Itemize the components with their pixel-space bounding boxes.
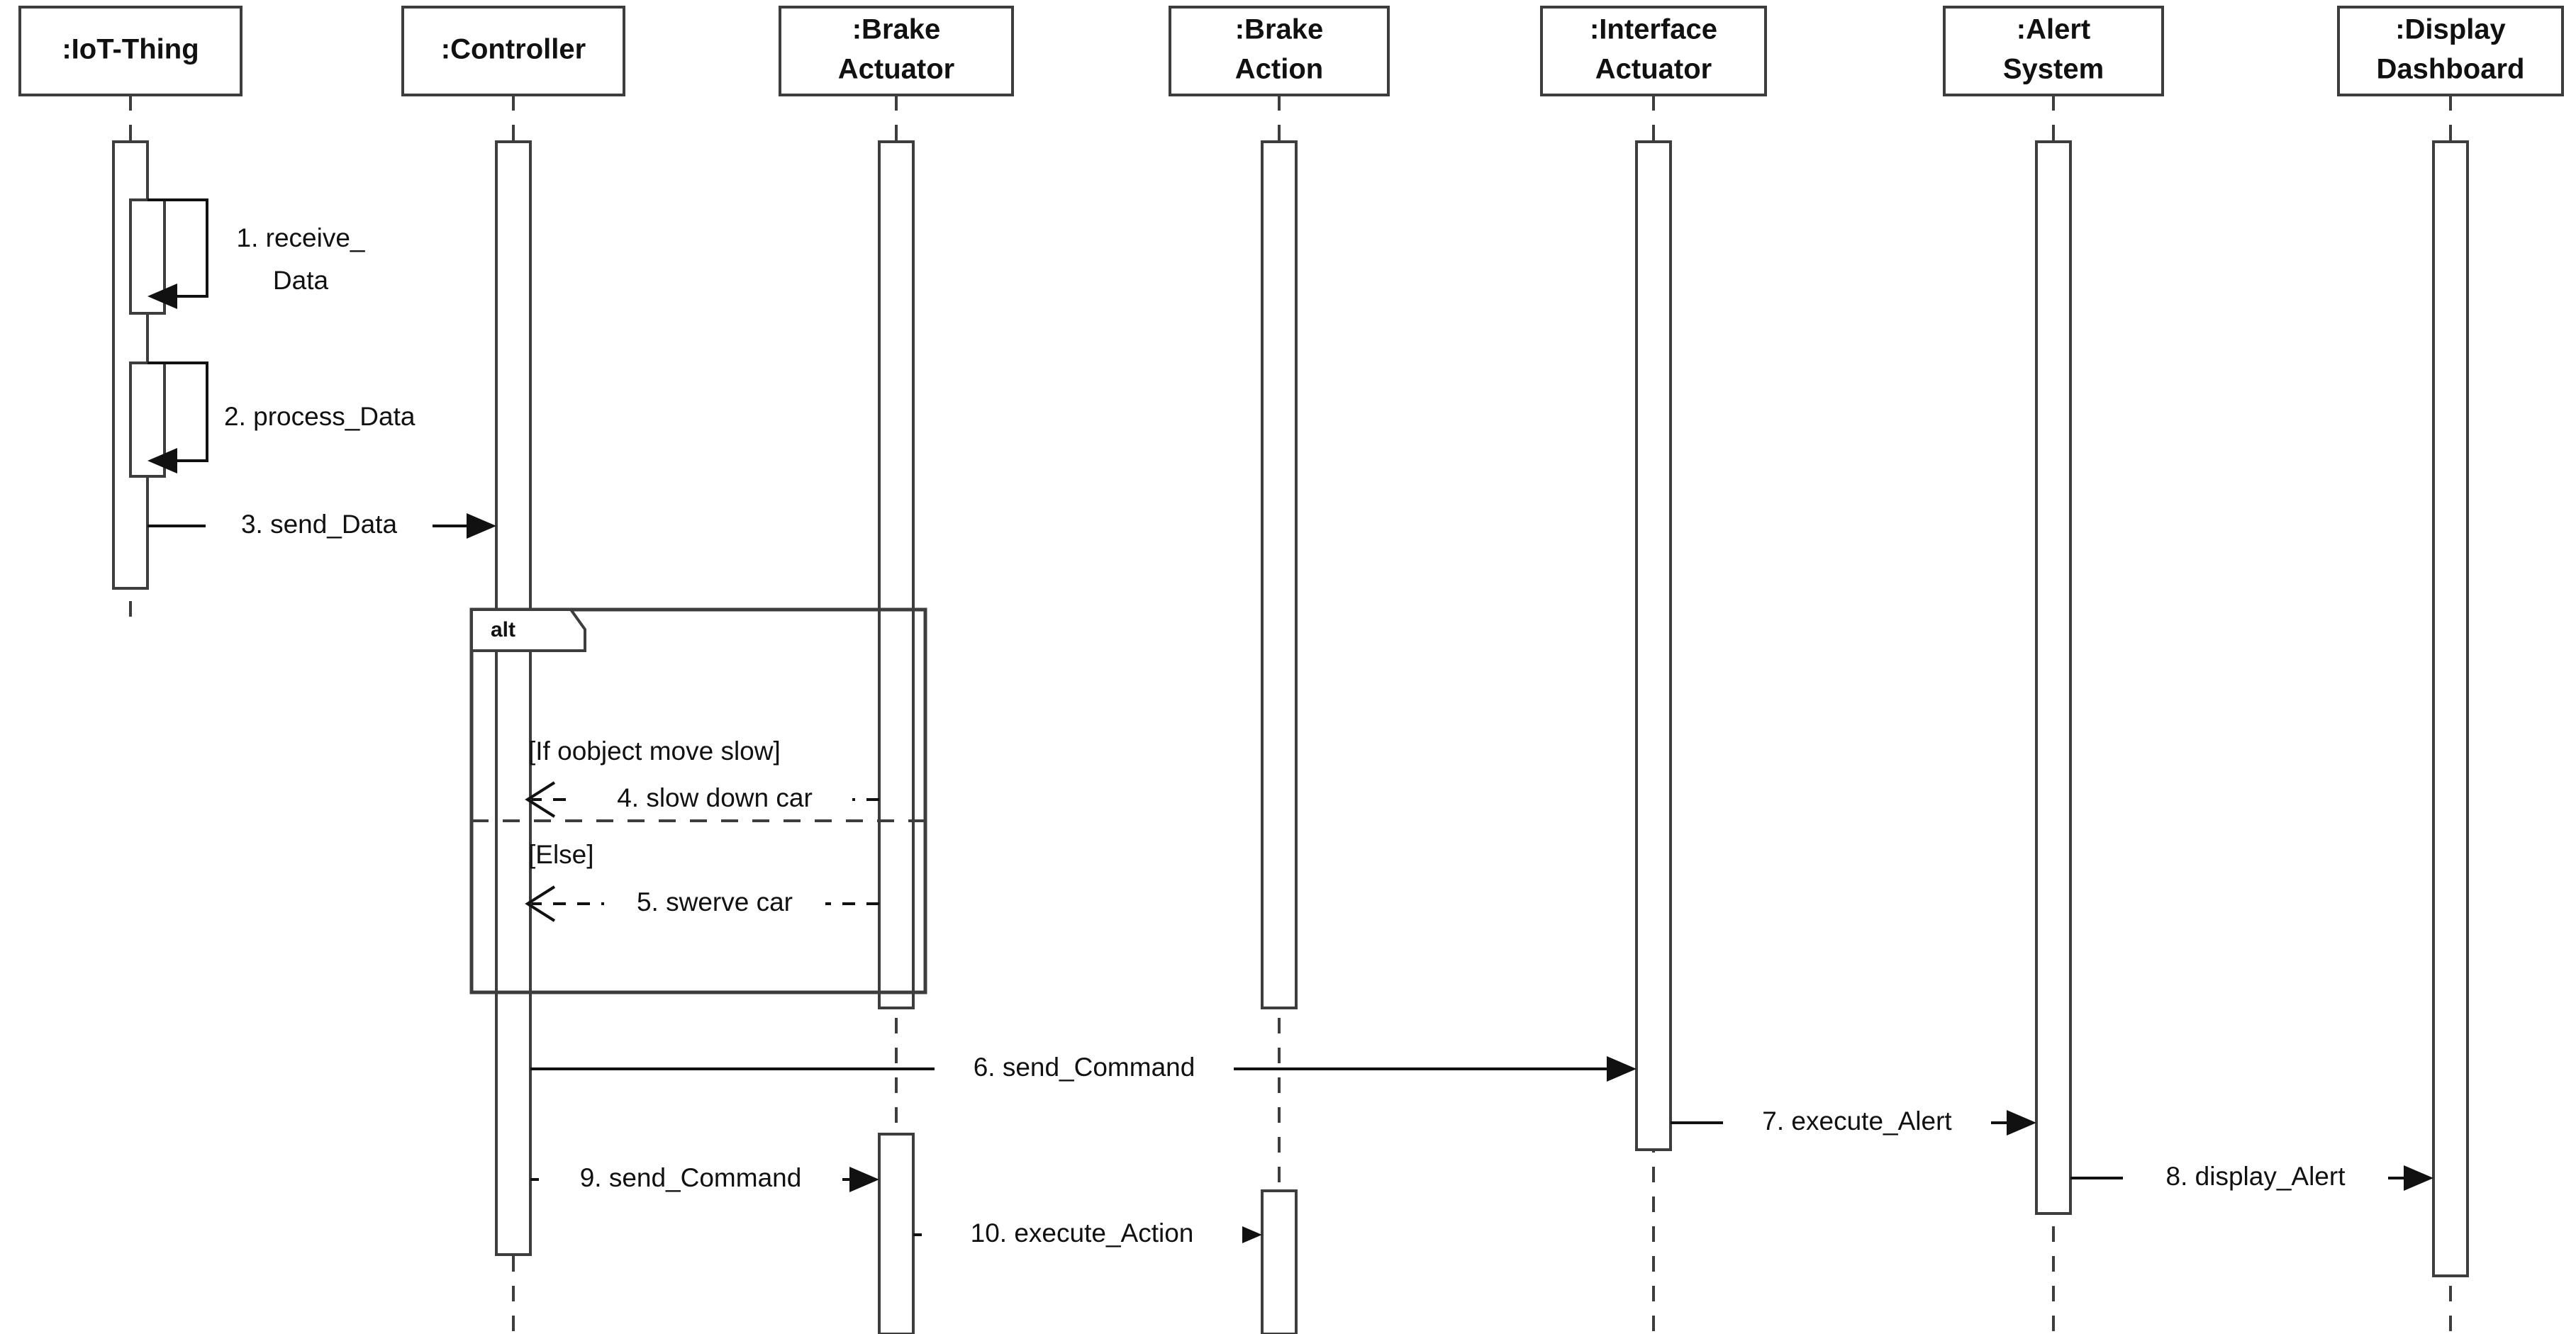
message-6-send-command: 6. send_Command bbox=[530, 1049, 1637, 1089]
message-4-arrowhead bbox=[525, 781, 556, 818]
message-1-label-line2: Data bbox=[273, 266, 329, 295]
message-8-display-alert: 8. display_Alert bbox=[2070, 1158, 2433, 1198]
message-7-arrowhead bbox=[2007, 1110, 2036, 1136]
lifeline-label-interface-actuator-line1: :Interface bbox=[1590, 14, 1717, 45]
activation-brake-action-lower bbox=[1261, 1189, 1298, 1334]
lifeline-header-brake-actuator[interactable]: :Brake Actuator bbox=[779, 6, 1014, 96]
alt-fragment-operator-label: alt bbox=[491, 618, 515, 641]
message-7-execute-alert: 7. execute_Alert bbox=[1671, 1103, 2036, 1143]
message-5-label-bg bbox=[604, 884, 825, 924]
lifeline-header-display-dashboard[interactable]: :Display Dashboard bbox=[2337, 6, 2564, 96]
alt-fragment: alt [If oobject move slow] [Else] bbox=[469, 607, 927, 994]
message-1-path bbox=[147, 198, 208, 298]
alt-guard-2: [Else] bbox=[528, 840, 594, 869]
lifeline-label-brake-actuator-line1: :Brake bbox=[852, 14, 941, 45]
alt-fragment-tab bbox=[470, 608, 586, 652]
message-6-label-bg bbox=[935, 1049, 1234, 1089]
alt-fragment-box bbox=[469, 607, 927, 994]
activation-controller-main bbox=[495, 140, 532, 1256]
message-8-arrowhead bbox=[2404, 1165, 2433, 1191]
message-5-label: 5. swerve car bbox=[637, 887, 793, 917]
message-6-label: 6. send_Command bbox=[974, 1053, 1195, 1082]
activation-alert-system bbox=[2035, 140, 2072, 1215]
activation-brake-action-main bbox=[1261, 140, 1298, 1009]
message-10-label: 10. execute_Action bbox=[971, 1218, 1194, 1248]
message-9-label: 9. send_Command bbox=[580, 1163, 802, 1192]
lifeline-label-brake-action-line2: Action bbox=[1235, 54, 1323, 85]
lifeline-header-box-controller[interactable] bbox=[401, 6, 625, 96]
lifeline-label-display-dashboard-line2: Dashboard bbox=[2377, 54, 2525, 85]
activation-brake-actuator-main bbox=[878, 140, 915, 1009]
message-10-execute-action: 10. execute_Action bbox=[913, 1215, 1262, 1255]
message-5-swerve-car: 5. swerve car bbox=[525, 884, 879, 924]
lifeline-header-alert-system[interactable]: :Alert System bbox=[1943, 6, 2164, 96]
message-8-label: 8. display_Alert bbox=[2166, 1162, 2346, 1191]
lifeline-label-brake-action-line1: :Brake bbox=[1235, 14, 1324, 45]
lifeline-label-iot-thing: :IoT-Thing bbox=[62, 34, 199, 65]
message-4-label-bg bbox=[577, 780, 852, 819]
lifeline-label-alert-system-line2: System bbox=[2003, 54, 2104, 85]
message-2-label: 2. process_Data bbox=[224, 402, 416, 431]
message-3-label: 3. send_Data bbox=[241, 510, 398, 539]
message-9-send-command: 9. send_Command bbox=[530, 1160, 879, 1199]
message-8-label-bg bbox=[2123, 1158, 2388, 1198]
message-6-arrowhead bbox=[1607, 1056, 1637, 1082]
alt-guard-1: [If oobject move slow] bbox=[528, 736, 781, 766]
lifeline-header-iot-thing[interactable]: :IoT-Thing bbox=[18, 6, 242, 96]
lifeline-header-box-alert-system[interactable] bbox=[1943, 6, 2164, 96]
message-9-label-bg bbox=[539, 1160, 842, 1199]
message-3-arrowhead bbox=[467, 513, 496, 539]
message-7-label: 7. execute_Alert bbox=[1762, 1106, 1952, 1136]
lifeline-header-box-brake-actuator[interactable] bbox=[779, 6, 1014, 96]
lifeline-label-controller: :Controller bbox=[441, 34, 586, 65]
lifeline-header-box-interface-actuator[interactable] bbox=[1540, 6, 1767, 96]
message-9-arrowhead bbox=[849, 1167, 879, 1192]
activation-interface-actuator bbox=[1635, 140, 1672, 1151]
activation-display-dashboard bbox=[2432, 140, 2469, 1277]
lifeline-header-box-display-dashboard[interactable] bbox=[2337, 6, 2564, 96]
message-5-arrowhead bbox=[525, 885, 556, 922]
lifeline-label-display-dashboard-line1: :Display bbox=[2395, 14, 2506, 45]
lifeline-label-interface-actuator-line2: Actuator bbox=[1595, 54, 1712, 85]
message-3-label-bg bbox=[206, 506, 433, 546]
lifeline-label-alert-system-line1: :Alert bbox=[2017, 14, 2090, 45]
lifeline-header-box-brake-action[interactable] bbox=[1169, 6, 1390, 96]
lifeline-headers: :IoT-Thing :Controller :Brake Actuator :… bbox=[18, 6, 2564, 96]
message-2-path bbox=[147, 361, 208, 462]
message-4-slow-down-car: 4. slow down car bbox=[525, 780, 879, 819]
activation-iot-thing-nested-1 bbox=[129, 198, 166, 315]
message-3-send-data: 3. send_Data bbox=[147, 506, 496, 546]
lifeline-header-brake-action[interactable]: :Brake Action bbox=[1169, 6, 1390, 96]
activation-brake-actuator-lower bbox=[878, 1133, 915, 1334]
lifeline-header-box-iot-thing[interactable] bbox=[18, 6, 242, 96]
message-1-receive-data: 1. receive_ Data bbox=[147, 198, 365, 309]
lifeline-header-interface-actuator[interactable]: :Interface Actuator bbox=[1540, 6, 1767, 96]
lifeline-header-controller[interactable]: :Controller bbox=[401, 6, 625, 96]
message-2-process-data: 2. process_Data bbox=[147, 361, 416, 473]
lifeline-label-brake-actuator-line2: Actuator bbox=[838, 54, 954, 85]
message-7-label-bg bbox=[1723, 1103, 1991, 1143]
message-1-arrowhead bbox=[147, 284, 177, 309]
activation-bars bbox=[112, 140, 2469, 1334]
message-1-label-line1: 1. receive_ bbox=[237, 223, 365, 252]
message-10-label-bg bbox=[922, 1215, 1242, 1255]
message-2-arrowhead bbox=[147, 448, 177, 473]
message-4-label: 4. slow down car bbox=[617, 783, 813, 812]
